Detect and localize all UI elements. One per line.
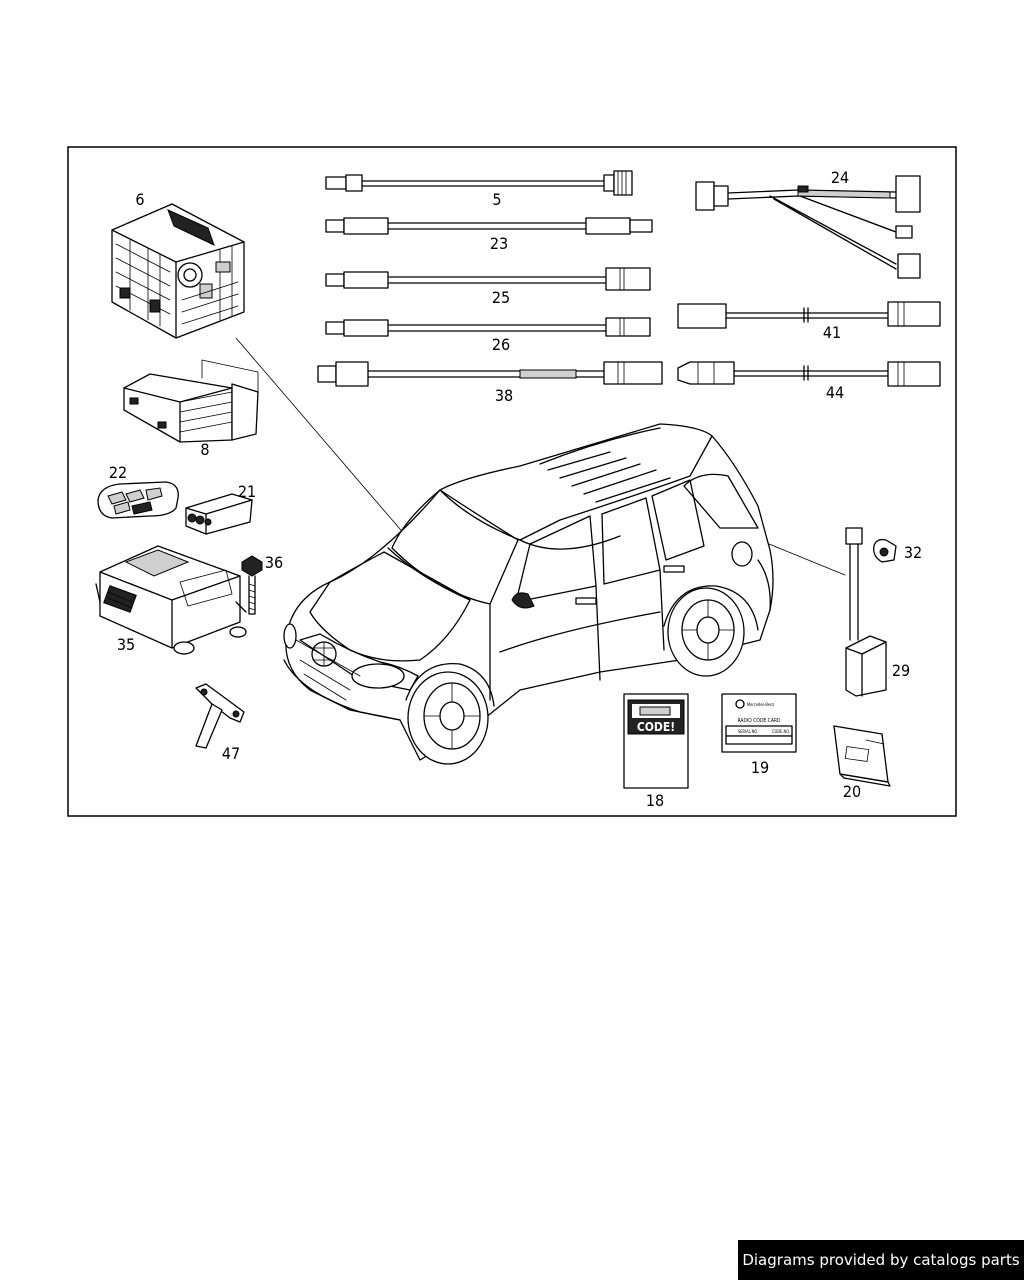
part-8-module[interactable]: [123, 359, 259, 443]
cable-38[interactable]: [317, 361, 663, 387]
code-booklet-text: CODE!: [637, 720, 675, 734]
part-6-radio-unit[interactable]: [111, 203, 245, 339]
footer-attribution: Diagrams provided by catalogs parts: [738, 1240, 1024, 1280]
part-32-clip[interactable]: [873, 538, 897, 563]
part-18-code-booklet[interactable]: [623, 693, 689, 789]
part-19-radio-code-card[interactable]: [721, 693, 797, 753]
cable-26[interactable]: [325, 317, 651, 337]
callout-38: 38: [495, 386, 513, 405]
part-20-manual[interactable]: [833, 725, 891, 787]
callout-21: 21: [238, 482, 256, 501]
part-29-antenna-amplifier[interactable]: [845, 527, 887, 697]
cable-5[interactable]: [325, 170, 633, 196]
callout-29: 29: [892, 661, 910, 680]
callout-18: 18: [646, 791, 664, 810]
part-22-remote-key[interactable]: [97, 481, 179, 519]
callout-24: 24: [831, 168, 849, 187]
cable-44[interactable]: [677, 361, 941, 387]
callout-35: 35: [117, 635, 135, 654]
callout-26: 26: [492, 335, 510, 354]
callout-36: 36: [265, 553, 283, 572]
part-47-bracket[interactable]: [195, 683, 245, 749]
callout-22: 22: [109, 463, 127, 482]
callout-47: 47: [222, 744, 240, 763]
diagram-frame: [67, 146, 957, 817]
callout-8: 8: [200, 440, 209, 459]
part-35-control-unit[interactable]: [95, 545, 247, 655]
cable-41[interactable]: [677, 301, 941, 329]
radio-card-serial-label: SERIAL NO.: [738, 729, 758, 734]
cable-23[interactable]: [325, 217, 653, 235]
radio-card-brand: Mercedes-Benz: [747, 702, 774, 707]
callout-6: 6: [135, 190, 144, 209]
callout-23: 23: [490, 234, 508, 253]
callout-19: 19: [751, 758, 769, 777]
cable-25[interactable]: [325, 267, 651, 291]
callout-20: 20: [843, 782, 861, 801]
part-36-bolt[interactable]: [241, 555, 263, 615]
callout-5: 5: [492, 190, 501, 209]
radio-card-title: RADIO CODE CARD: [738, 718, 782, 724]
radio-card-code-label: CODE NO.: [772, 729, 790, 734]
vehicle-illustration: [283, 423, 774, 765]
part-21-receiver[interactable]: [185, 493, 253, 535]
cable-24-harness[interactable]: [695, 175, 921, 279]
callout-32: 32: [904, 543, 922, 562]
callout-44: 44: [826, 383, 844, 402]
callout-25: 25: [492, 288, 510, 307]
callout-41: 41: [823, 323, 841, 342]
